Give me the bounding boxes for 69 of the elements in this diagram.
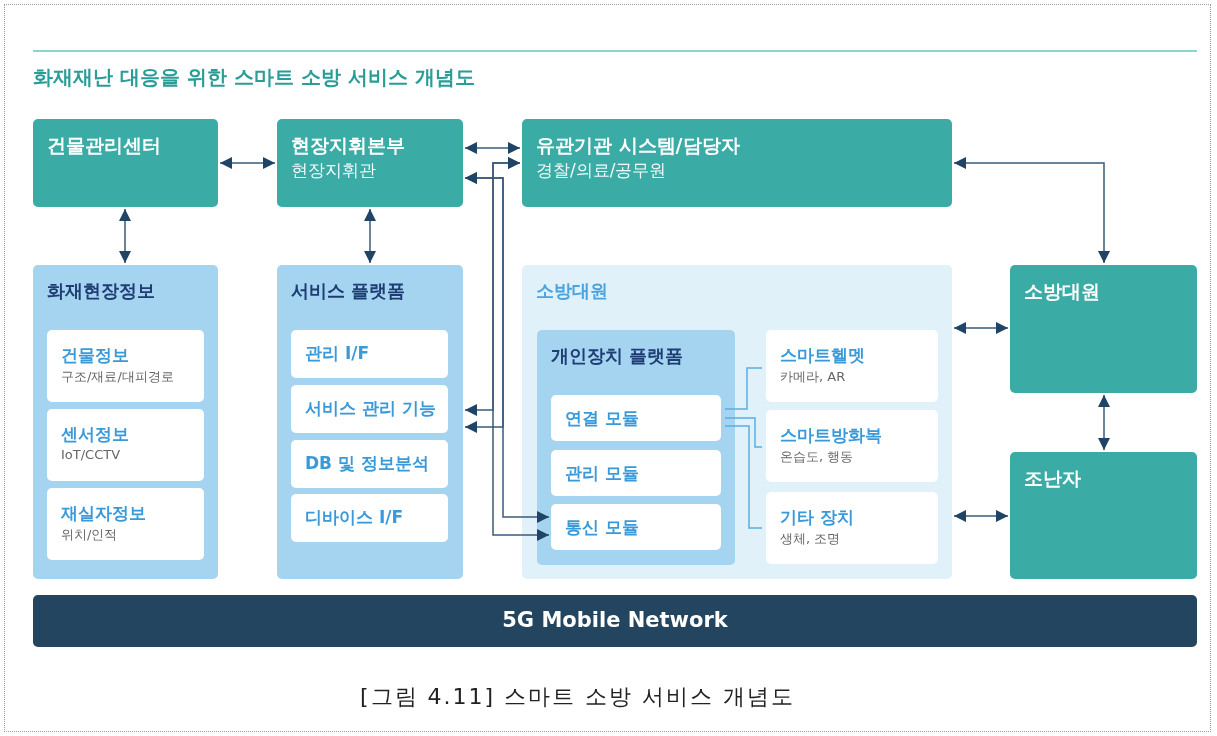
network-bar: [33, 595, 1197, 647]
platform-panel: [277, 265, 463, 579]
node-subtext: 경찰/의료/공무원: [536, 159, 667, 182]
arrow: [464, 157, 521, 416]
node-heading: 스마트방화복: [780, 424, 882, 447]
station-box: [1010, 452, 1197, 579]
figure-caption: [그림 4.11] 스마트 소방 서비스 개념도: [360, 683, 796, 711]
arrow: [119, 208, 131, 264]
node-subtext: IoT/CCTV: [61, 447, 121, 462]
node-subtext: 위치/인적: [61, 526, 118, 544]
node-heading: 스마트헬멧: [780, 344, 865, 367]
arrow: [364, 208, 376, 264]
station-box: [522, 119, 952, 207]
info-card: [766, 410, 938, 482]
node-heading: 소방대원: [1024, 279, 1100, 304]
arrow: [464, 172, 504, 433]
node-subtext: 현장지휘관: [291, 159, 376, 182]
node-heading: 기타 장치: [780, 506, 854, 529]
info-card: [47, 409, 204, 481]
node-subtext: 생체, 조명: [780, 530, 841, 548]
station-box: [277, 119, 463, 207]
node-subtext: 구조/재료/대피경로: [61, 368, 174, 386]
connector-line: [724, 425, 763, 529]
node-heading: 현장지휘본부: [291, 133, 405, 158]
module-box: [551, 395, 721, 441]
diagram-title: 화재재난 대응을 위한 스마트 소방 서비스 개념도: [33, 64, 475, 91]
arrow: [953, 510, 1009, 522]
node-heading: 센서정보: [61, 423, 129, 446]
station-box: [33, 119, 218, 207]
node-subtext: 카메라, AR: [780, 368, 846, 386]
platform-panel: [537, 330, 735, 565]
node-heading: 개인장치 플랫폼: [551, 344, 684, 368]
station-box: [1010, 265, 1197, 393]
info-card: [47, 330, 204, 402]
node-heading: 화재현장정보: [47, 279, 155, 303]
arrow: [953, 322, 1009, 334]
node-heading: 연결 모듈: [565, 407, 639, 430]
node-heading: 건물관리센터: [47, 133, 161, 158]
node-heading: 조난자: [1024, 466, 1081, 491]
group-panel: [522, 265, 952, 579]
node-subtext: 온습도, 행동: [780, 448, 854, 466]
module-box: [291, 330, 448, 378]
connector-line: [724, 417, 763, 448]
node-heading: 통신 모듈: [565, 516, 639, 539]
node-heading: DB 및 정보분석: [305, 452, 429, 475]
info-card: [47, 488, 204, 560]
node-heading: 서비스 플랫폼: [291, 279, 406, 303]
module-box: [291, 385, 448, 433]
arrow: [219, 157, 276, 169]
platform-panel: [33, 265, 218, 579]
arrow: [464, 142, 521, 154]
node-heading: 디바이스 I/F: [305, 506, 404, 529]
node-heading: 관리 I/F: [305, 342, 370, 365]
module-box: [291, 440, 448, 488]
module-box: [291, 494, 448, 542]
arrow: [1098, 394, 1110, 451]
node-heading: 서비스 관리 기능: [305, 397, 436, 420]
node-heading: 재실자정보: [61, 502, 146, 525]
node-heading: 유관기관 시스템/담당자: [536, 133, 740, 158]
node-heading: 건물정보: [61, 344, 129, 367]
info-card: [766, 330, 938, 402]
connector-line: [724, 367, 763, 410]
node-heading: 소방대원: [536, 279, 608, 303]
info-card: [766, 492, 938, 564]
arrow: [953, 157, 1110, 264]
node-heading: 관리 모듈: [565, 462, 639, 485]
module-box: [551, 504, 721, 550]
module-box: [551, 450, 721, 496]
node-heading: 5G Mobile Network: [501, 608, 729, 632]
